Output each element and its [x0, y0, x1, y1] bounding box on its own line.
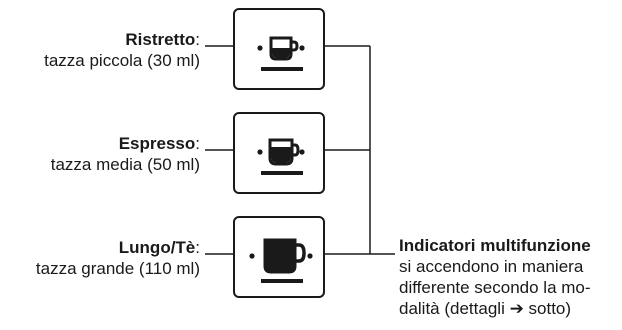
note-body: si accendono in maniera differente secon… [399, 257, 591, 318]
ristretto-label: Ristretto: tazza piccola (30 ml) [44, 29, 200, 71]
lungo-colon: : [195, 238, 200, 257]
lungo-label: Lungo/Tè: tazza grande (110 ml) [36, 237, 200, 279]
ristretto-desc: tazza piccola (30 ml) [44, 51, 200, 70]
ristretto-button[interactable] [233, 8, 325, 90]
ristretto-colon: : [195, 30, 200, 49]
lungo-desc: tazza grande (110 ml) [35, 259, 200, 278]
espresso-name: Espresso [118, 134, 196, 153]
espresso-desc: tazza media (50 ml) [50, 155, 200, 174]
small-cup-icon [257, 36, 305, 71]
lungo-button[interactable] [233, 216, 325, 298]
ristretto-name: Ristretto [125, 30, 196, 49]
espresso-colon: : [195, 134, 200, 153]
lungo-name: Lungo/Tè [118, 238, 196, 257]
note-title: Indicatori multifunzione [399, 236, 591, 255]
espresso-label: Espresso: tazza media (50 ml) [51, 133, 200, 175]
large-cup-icon [249, 238, 313, 283]
espresso-button[interactable] [233, 112, 325, 194]
multifunction-note: Indicatori multifunzione si accendono in… [399, 235, 619, 319]
medium-cup-icon [257, 138, 305, 175]
